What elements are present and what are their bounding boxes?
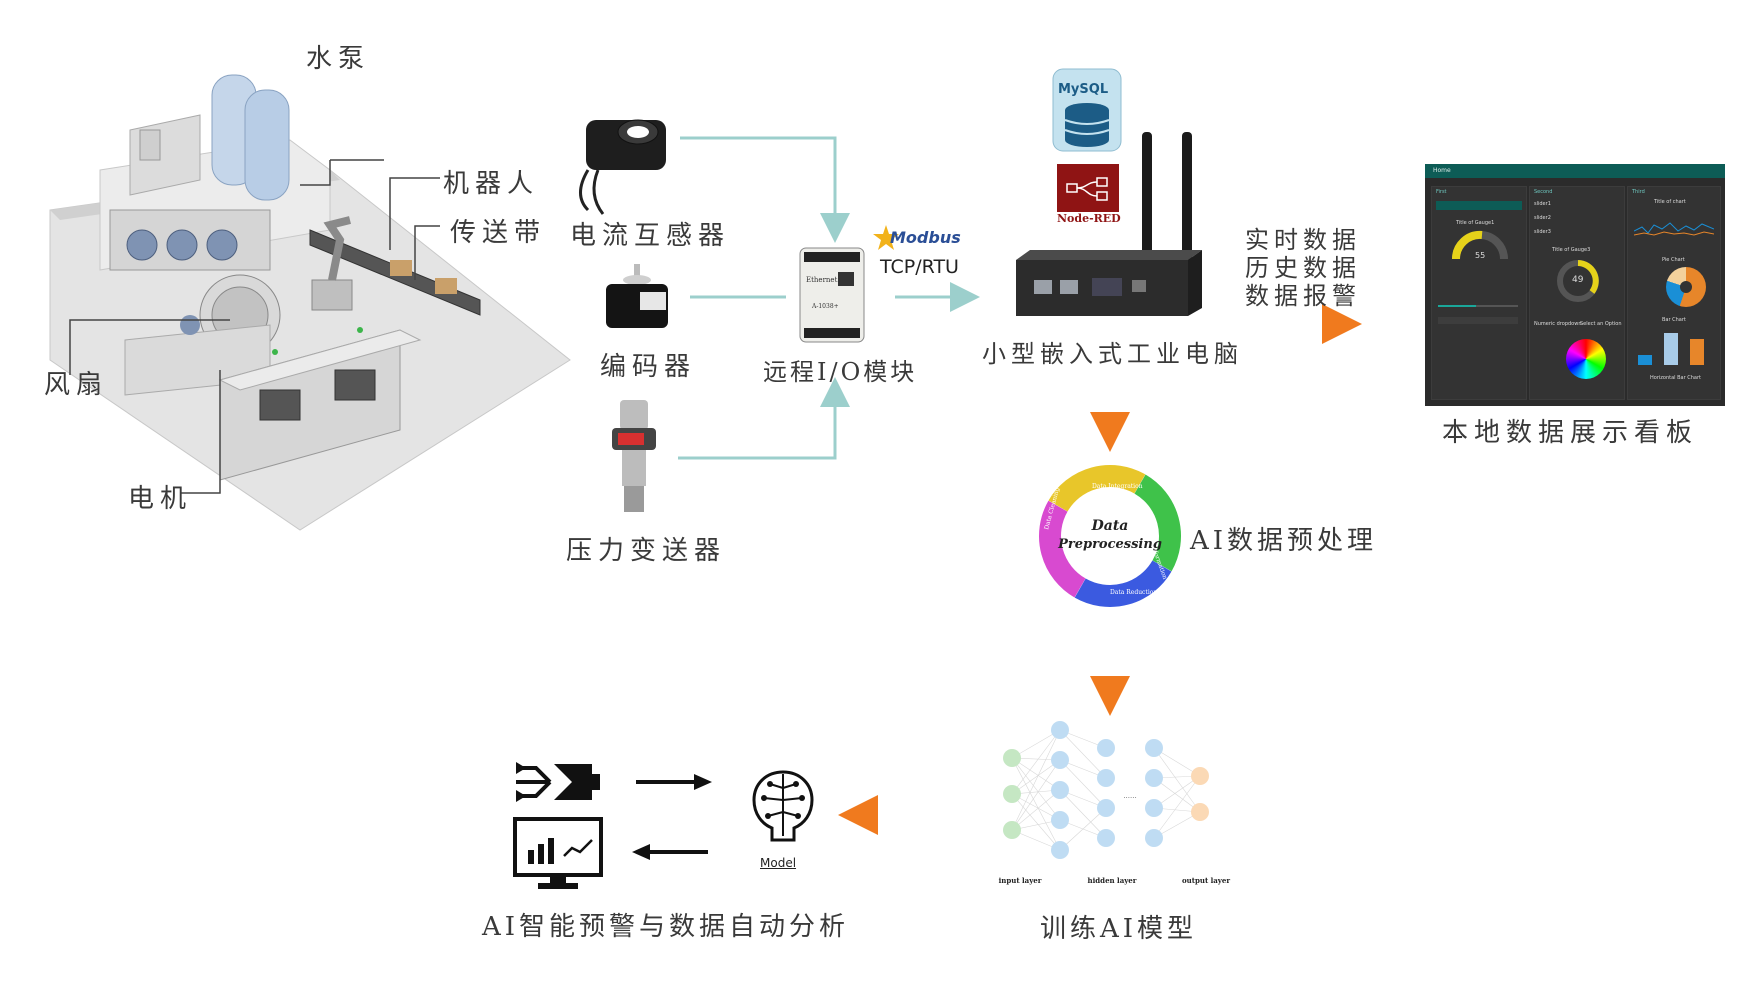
data-funnel-icon — [516, 762, 600, 802]
dashboard-gauge1-title: Title of Gauge1 — [1456, 220, 1495, 226]
dashboard-button-row — [1436, 201, 1522, 210]
dashboard-line-chart — [1634, 222, 1714, 236]
dashboard-bar-title: Bar Chart — [1662, 317, 1686, 323]
dashboard-gauge1-value: 55 — [1475, 251, 1486, 260]
nn-ellipsis: ...... — [1123, 792, 1136, 800]
current-sensor-image — [579, 119, 666, 215]
nn-output-label: output layer — [1182, 876, 1230, 885]
dashboard-hbar-title: Horizontal Bar Chart — [1650, 375, 1701, 381]
mysql-label: MySQL — [1058, 82, 1109, 97]
encoder-image — [606, 264, 668, 328]
pressure-transmitter-image — [612, 400, 656, 512]
nn-hidden-label: hidden layer — [1088, 876, 1137, 885]
label-realtime-data: 实时数据 — [1245, 226, 1361, 254]
label-embedded-pc: 小型嵌入式工业电脑 — [982, 340, 1243, 368]
dashboard-pie-hole — [1680, 281, 1692, 293]
preprocessing-center-line1: Data — [1091, 518, 1129, 534]
embedded-pc-image — [1016, 132, 1202, 316]
dashboard-col2-title: Second — [1534, 189, 1553, 195]
dashboard-col-first: First Title of Gauge1 55 — [1431, 186, 1527, 400]
dashboard-col-third: Third Title of chart Pie Chart Bar Chart… — [1627, 186, 1721, 400]
label-ai-analysis: AI智能预警与数据自动分析 — [482, 912, 850, 942]
dashboard-select — [1438, 317, 1518, 324]
label-current-sensor: 电流互感器 — [570, 221, 731, 251]
dashboard-col-second: Second slider1 slider2 slider3 Title of … — [1529, 186, 1625, 400]
modbus-logo: Modbus — [872, 224, 982, 252]
node-red-label: Node-RED — [1057, 212, 1121, 225]
arrow-right-icon — [636, 774, 712, 790]
dashboard-slider-fill — [1438, 305, 1476, 307]
dashboard-screenshot: Home First Title of Gauge1 55 Second sli… — [1425, 164, 1725, 406]
label-train-model: 训练AI模型 — [1040, 914, 1198, 944]
tcp-rtu-text: TCP/RTU — [880, 256, 959, 278]
dashboard-chart-title: Title of chart — [1654, 199, 1686, 205]
dashboard-numeric-dropdown: Numeric dropdown — [1534, 321, 1582, 327]
neural-network-diagram: ...... input layer hidden layer output l… — [999, 721, 1230, 885]
dashboard-gauge3 — [1557, 260, 1599, 302]
dashboard-slider1-label: slider1 — [1534, 201, 1551, 207]
svg-text:A-1038+: A-1038+ — [811, 303, 839, 310]
dashboard-select-option: Select an Option — [1580, 321, 1622, 327]
dashboard-slider3-label: slider3 — [1534, 229, 1551, 235]
label-robot: 机器人 — [443, 169, 540, 199]
dashboard-col1-title: First — [1436, 189, 1447, 195]
dashboard-col3-title: Third — [1632, 189, 1645, 195]
label-encoder: 编码器 — [600, 352, 697, 382]
label-conveyor: 传送带 — [450, 218, 547, 248]
dashboard-pie-title: Pie Chart — [1662, 257, 1685, 263]
remote-io-module-image: Ethernet A-1038+ — [799, 247, 865, 343]
label-fan: 风扇 — [44, 370, 109, 400]
dashboard-color-wheel — [1566, 339, 1606, 379]
label-motor: 电机 — [128, 484, 193, 514]
dashboard-slider2-label: slider2 — [1534, 215, 1551, 221]
dashboard-header: Home — [1425, 164, 1725, 178]
model-label: Model — [760, 856, 797, 870]
dashboard-bar-3 — [1690, 339, 1704, 365]
dashboard-gauge1 — [1451, 230, 1508, 260]
dashboard-gauge3-title: Title of Gauge3 — [1552, 247, 1591, 253]
svg-text:Ethernet: Ethernet — [806, 276, 838, 284]
label-pressure-transmitter: 压力变送器 — [566, 536, 727, 566]
modbus-star-icon — [873, 225, 899, 250]
dashboard-slider — [1438, 305, 1518, 307]
arrow-left-icon — [632, 844, 708, 860]
segment-integration: Data Integration — [1092, 483, 1143, 490]
label-history-data: 历史数据 — [1245, 254, 1361, 282]
label-pump: 水泵 — [306, 44, 371, 74]
brain-model-icon — [752, 770, 814, 842]
factory-illustration — [49, 74, 571, 531]
data-preprocessing-ring: Data Integration Data Transformation Dat… — [1039, 465, 1181, 607]
label-remote-io: 远程I/O模块 — [763, 358, 918, 386]
modbus-text: Modbus — [890, 228, 961, 247]
nn-input-label: input layer — [999, 876, 1042, 885]
dashboard-gauge3-value: 49 — [1572, 275, 1584, 285]
label-data-alarm: 数据报警 — [1245, 282, 1361, 310]
dashboard-bar-1 — [1638, 355, 1652, 365]
monitor-analytics-icon — [513, 817, 603, 889]
mysql-icon — [1052, 68, 1122, 152]
preprocessing-center-line2: Preprocessing — [1057, 537, 1162, 552]
label-ai-preprocess: AI数据预处理 — [1190, 526, 1378, 556]
dashboard-bar-2 — [1664, 333, 1678, 365]
label-local-dashboard: 本地数据展示看板 — [1442, 418, 1699, 448]
segment-reduction: Data Reduction — [1110, 589, 1157, 596]
node-red-icon — [1057, 164, 1119, 212]
